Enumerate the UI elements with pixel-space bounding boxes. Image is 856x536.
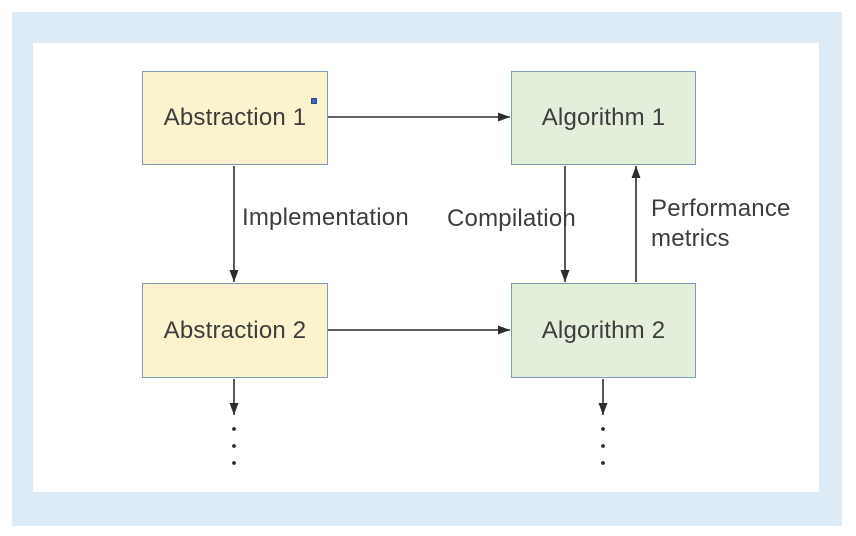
node-label: Abstraction 1 — [163, 104, 307, 131]
node-label: Algorithm 1 — [541, 104, 666, 131]
edge-label-performance-metrics: Performance metrics — [651, 195, 791, 252]
edge-label-implementation: Implementation — [242, 204, 409, 231]
edge-label-compilation: Compilation — [447, 205, 576, 232]
selection-handle — [311, 98, 317, 104]
node-abstraction-1: Abstraction 1 — [142, 71, 328, 165]
figure-frame — [12, 12, 842, 526]
node-label: Abstraction 2 — [163, 316, 307, 344]
node-algorithm-2: Algorithm 2 — [511, 283, 696, 378]
node-algorithm-1: Algorithm 1 — [511, 71, 696, 165]
node-abstraction-2: Abstraction 2 — [142, 283, 328, 378]
node-label: Algorithm 2 — [541, 316, 666, 344]
